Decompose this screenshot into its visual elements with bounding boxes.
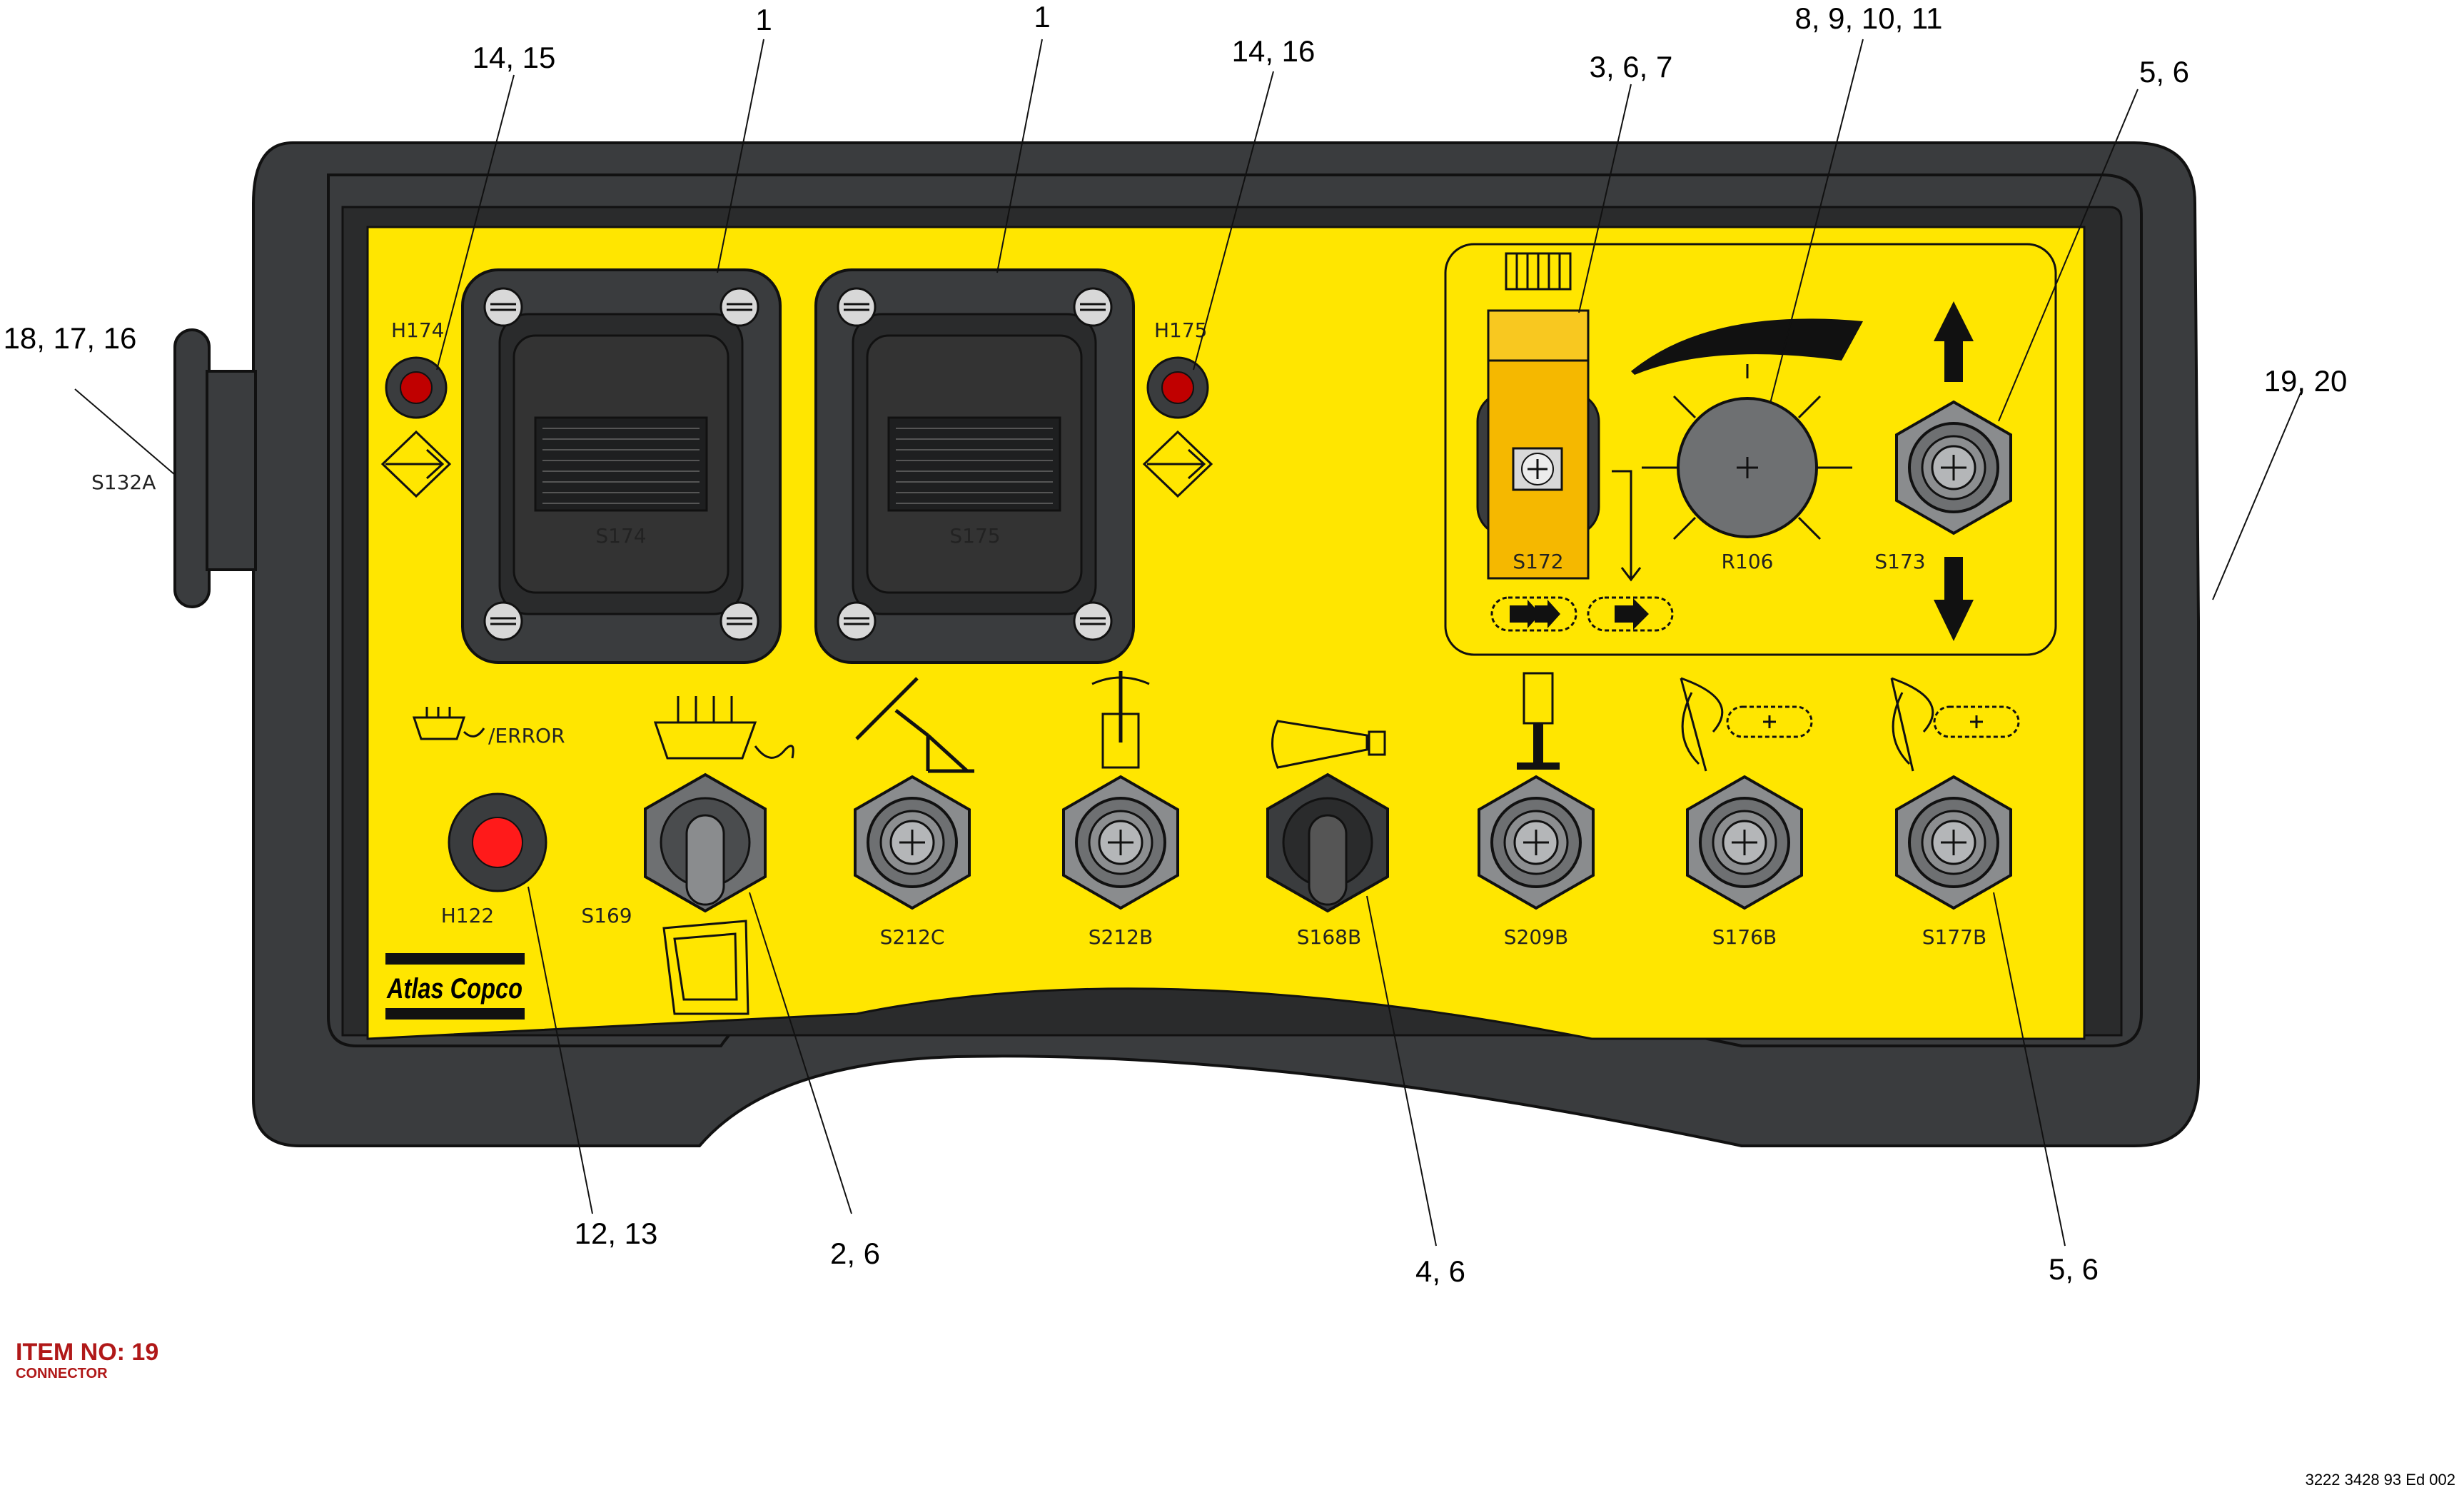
callout-12-13: 12, 13 (575, 1217, 658, 1250)
document-number: 3222 3428 93 Ed 002 (2306, 1471, 2455, 1489)
screw-icon (837, 287, 877, 327)
label-s172: S172 (1513, 550, 1563, 573)
cab-window-icon (662, 920, 749, 1015)
arrow-up-icon (1934, 301, 1974, 382)
callout-14-16: 14, 16 (1232, 34, 1316, 68)
label-error: /ERROR (488, 724, 565, 748)
track-speed-icon (1490, 470, 1674, 632)
selector-s172[interactable] (1476, 309, 1600, 580)
item-number: ITEM NO: 19 (16, 1339, 158, 1366)
atlas-copco-logo: Atlas Copco (385, 953, 525, 1020)
callout-8-9-10-11: 8, 9, 10, 11 (1794, 1, 1942, 35)
label-s169: S169 (581, 904, 632, 927)
lamp-h122 (448, 792, 547, 892)
rotation-icon (1091, 671, 1150, 769)
rotary-knob-r106[interactable] (1642, 364, 1852, 540)
toggle-switch-s168b[interactable] (1266, 772, 1389, 913)
item-description: CONNECTOR (16, 1366, 108, 1381)
callout-1a: 1 (755, 3, 772, 36)
screw-icon (719, 601, 759, 641)
callout-2-6: 2, 6 (830, 1237, 880, 1270)
track-oscillation-icon (1890, 677, 2020, 772)
heater-icon-large (653, 696, 794, 760)
joystick-s175[interactable] (814, 268, 1135, 664)
boom-icon (855, 677, 974, 773)
label-r106: R106 (1722, 550, 1774, 573)
label-s177b: S177B (1922, 925, 1986, 949)
callout-3-6-7: 3, 6, 7 (1590, 50, 1673, 84)
enter-arrow-icon (380, 430, 1213, 498)
screw-icon (483, 601, 523, 641)
label-s175: S175 (949, 524, 1000, 548)
svg-text:Atlas Copco: Atlas Copco (386, 973, 522, 1005)
label-h174: H174 (391, 318, 445, 342)
callout-14-15: 14, 15 (473, 41, 556, 74)
connector-s132a[interactable] (173, 328, 257, 608)
callout-1b: 1 (1034, 0, 1050, 34)
screw-icon (1073, 601, 1113, 641)
callout-5-6-top: 5, 6 (2139, 55, 2189, 89)
heater-icon (412, 707, 485, 740)
label-s173: S173 (1874, 550, 1925, 573)
label-s168b: S168B (1297, 925, 1361, 949)
leader-lines (74, 39, 2302, 1247)
lamp-h175 (1146, 356, 1209, 419)
label-s212c: S212C (880, 925, 945, 949)
track-oscillation-icon (1680, 677, 1813, 772)
label-h175: H175 (1154, 318, 1208, 342)
callout-4-6: 4, 6 (1415, 1254, 1465, 1288)
arrow-down-icon (1934, 557, 1974, 641)
component-labels: S132A H174 H175 S174 S175 S172 R106 S173… (91, 318, 1986, 949)
screw-icon (1073, 287, 1113, 327)
yellow-panel (366, 226, 2086, 1040)
label-s176b: S176B (1712, 925, 1777, 949)
label-s212b: S212B (1089, 925, 1153, 949)
label-h122: H122 (441, 904, 495, 927)
toggle-switch-s169[interactable] (644, 772, 767, 913)
callouts: 1 1 14, 15 14, 16 3, 6, 7 8, 9, 10, 11 5… (4, 0, 2348, 1288)
joystick-s174[interactable] (461, 268, 782, 664)
drill-rack-icon (1505, 252, 1572, 291)
lamp-h174 (385, 356, 448, 419)
label-s174: S174 (595, 524, 646, 548)
screw-icon (483, 287, 523, 327)
feed-arc-icon (1631, 318, 1863, 375)
screw-icon (719, 287, 759, 327)
control-subpanel (1444, 243, 2057, 656)
label-s209b: S209B (1504, 925, 1568, 949)
horn-icon (1271, 720, 1386, 769)
callout-5-6-bottom: 5, 6 (2049, 1252, 2099, 1286)
screw-icon (837, 601, 877, 641)
feed-cylinder-icon (1517, 672, 1560, 770)
callout-19-20: 19, 20 (2264, 364, 2348, 398)
label-s132a: S132A (91, 470, 156, 494)
callout-18-17-16: 18, 17, 16 (4, 321, 137, 355)
